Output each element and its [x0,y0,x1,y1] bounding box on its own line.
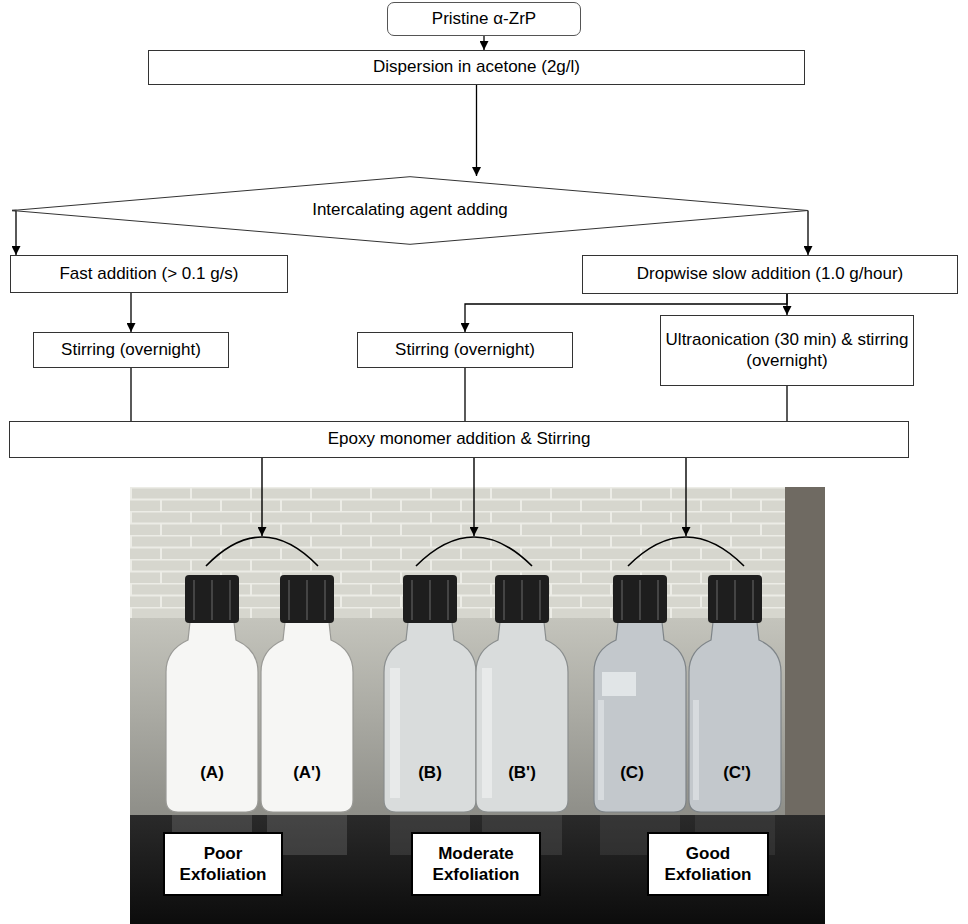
flow-connector [786,294,787,315]
node-text: Fast addition (> 0.1 g/s) [59,264,238,284]
photo-frame [130,487,825,924]
node-text: Stirring (overnight) [395,340,535,360]
result-box: Good Exfoliation [647,832,769,896]
flow-connector [786,386,787,421]
flow-connector [130,293,131,332]
node-text: Good Exfoliation [649,843,767,886]
bottle [594,575,686,855]
process-box: Fast addition (> 0.1 g/s) [10,255,288,293]
process-box: Ultraonication (30 min) & stirring (over… [660,315,914,386]
result-box: Poor Exfoliation [163,832,283,896]
node-text: Pristine α-ZrP [432,9,536,29]
bottle [476,575,568,855]
bracket [416,537,532,566]
start-box: Pristine α-ZrP [387,2,581,36]
node-text: Dropwise slow addition (1.0 g/hour) [637,264,903,284]
bottle [384,575,476,855]
node-text: Epoxy monomer addition & Stirring [328,429,591,449]
flow-connector [807,211,808,256]
result-box: Moderate Exfoliation [411,832,541,896]
flow-connector [464,368,465,421]
sample-label: (C') [723,763,751,783]
bottle [261,575,353,855]
node-text: Poor Exfoliation [165,843,281,886]
node-text: Ultraonication (30 min) & stirring (over… [661,330,913,371]
arrow-line [685,458,686,536]
bracket [628,537,744,566]
node-text: Moderate Exfoliation [413,843,539,886]
sample-label: (A') [293,763,321,783]
decision-diamond: Intercalating agent adding [12,176,808,245]
door-frame [785,487,825,816]
arrow-line [473,458,474,536]
process-box: Dispersion in acetone (2g/l) [148,50,805,85]
node-text: Dispersion in acetone (2g/l) [373,57,580,77]
sample-label: (C) [620,763,644,783]
process-box: Stirring (overnight) [357,332,573,368]
process-box: Stirring (overnight) [33,332,229,368]
process-box: Epoxy monomer addition & Stirring [9,421,909,458]
back-wall [130,618,825,816]
counter [130,815,825,924]
node-text: Stirring (overnight) [61,340,201,360]
sample-label: (B) [418,763,442,783]
bottle [689,575,781,855]
node-text: Intercalating agent adding [312,200,508,220]
flow-connector [476,85,477,176]
flow-connector [483,36,484,50]
flow-connector [130,368,131,421]
bracket [206,537,318,566]
arrow-line [261,458,262,536]
sample-label: (A) [200,763,224,783]
bottle [166,575,258,855]
brick-wall [130,487,825,622]
sample-label: (B') [508,763,536,783]
flow-connector [12,211,16,256]
process-box: Dropwise slow addition (1.0 g/hour) [582,255,958,294]
